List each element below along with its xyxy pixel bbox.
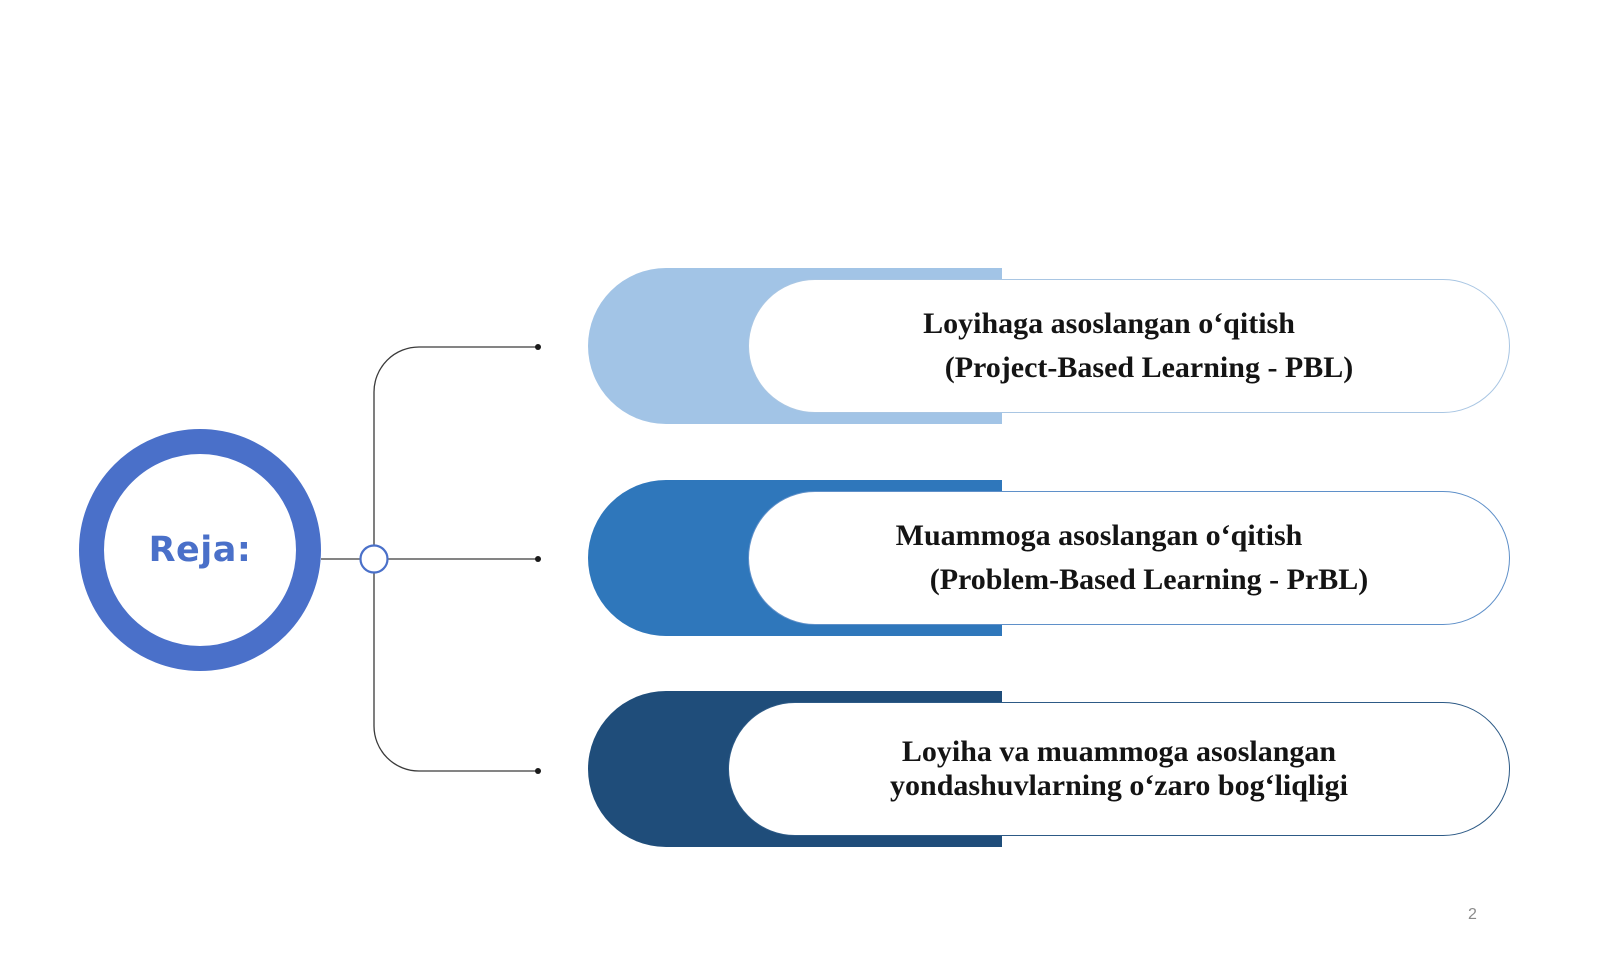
junction-node <box>359 544 389 574</box>
plan-item-pbl: Loyihaga asoslangan o‘qitish (Project-Ba… <box>588 268 1512 424</box>
plan-item-relationship: Loyiha va muammoga asoslangan yondashuvl… <box>588 691 1512 847</box>
item-subtitle: (Problem-Based Learning - PrBL) <box>929 563 1369 596</box>
page-number: 2 <box>1468 906 1477 923</box>
item-text-pill: Loyihaga asoslangan o‘qitish (Project-Ba… <box>748 279 1510 413</box>
branch-dot-middle <box>535 556 541 562</box>
item-text-pill: Muammoga asoslangan o‘qitish (Problem-Ba… <box>748 491 1510 625</box>
item-subtitle: yondashuvlarning o‘zaro bog‘liqligi <box>890 769 1348 802</box>
branch-dot-bottom <box>535 768 541 774</box>
plan-label: Reja: <box>148 530 252 570</box>
plan-item-prbl: Muammoga asoslangan o‘qitish (Problem-Ba… <box>588 480 1512 636</box>
item-title: Muammoga asoslangan o‘qitish <box>895 519 1303 552</box>
branch-dot-top <box>535 344 541 350</box>
item-text-pill: Loyiha va muammoga asoslangan yondashuvl… <box>728 702 1510 836</box>
item-subtitle: (Project-Based Learning - PBL) <box>944 351 1354 384</box>
connector-branch-bottom <box>373 573 538 772</box>
connector-branch-top <box>373 346 538 559</box>
item-title: Loyiha va muammoga asoslangan <box>901 735 1337 768</box>
item-title: Loyihaga asoslangan o‘qitish <box>923 307 1295 340</box>
plan-circle: Reja: <box>79 429 321 671</box>
